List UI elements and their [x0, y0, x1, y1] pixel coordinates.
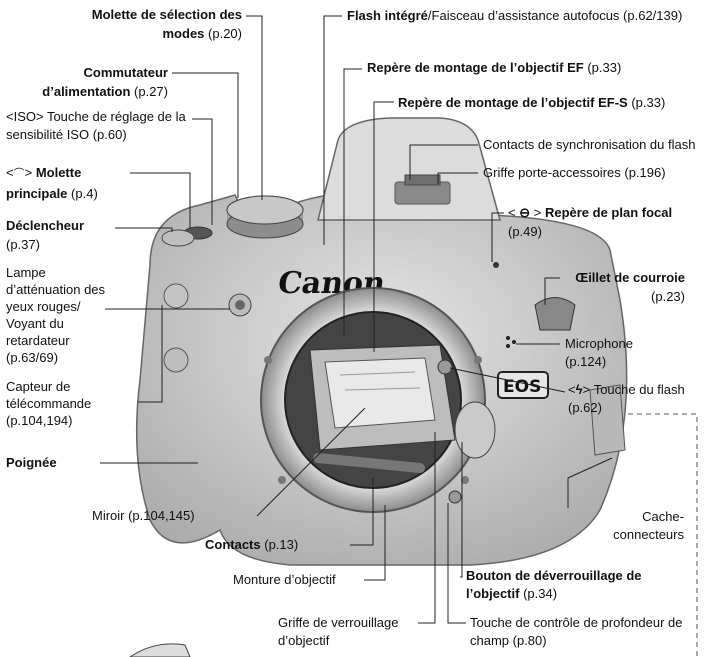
svg-text:EOS: EOS	[503, 377, 541, 397]
label-mirror: Miroir (p.104,145)	[92, 508, 195, 523]
label-terminal-cover: Cache-connecteurs	[613, 509, 684, 542]
label-microphone: Microphone (p.124)	[565, 336, 633, 369]
terminal-cover	[589, 384, 626, 456]
label-strap-eyelet: Œillet de courroie (p.23)	[575, 270, 685, 304]
flash-icon: ϟ	[575, 382, 583, 397]
shutter-button	[161, 229, 195, 247]
label-focal-plane: < ⊖ > Repère de plan focal (p.49)	[508, 205, 673, 239]
main-dial-icon: ⌒	[13, 168, 25, 180]
label-dof-preview: Touche de contrôle de profondeur de cham…	[470, 615, 683, 648]
strap-eyelet	[534, 297, 576, 331]
label-contacts: Contacts (p.13)	[205, 537, 299, 552]
label-shutter: Déclencheur (p.37)	[6, 218, 85, 252]
label-flash-button: <ϟ> Touche du flash (p.62)	[568, 382, 685, 415]
label-red-eye-lamp: Lampe d’atténuation des yeux rouges/ Voy…	[6, 265, 106, 365]
label-mode-dial: Molette de sélection des modes (p.20)	[91, 7, 242, 41]
remote-sensor	[163, 283, 189, 309]
mirror	[324, 357, 436, 429]
label-iso-button: <ISO> Touche de réglage de la sensibilit…	[6, 109, 186, 142]
shutter-knob	[163, 347, 189, 373]
lens-contacts	[313, 453, 425, 473]
label-grip: Poignée	[6, 455, 57, 470]
label-remote-sensor: Capteur de télécommande (p.104,194)	[6, 379, 92, 428]
label-efs-mount: Repère de montage de l’objectif EF-S (p.…	[398, 95, 666, 110]
focal-plane-icon: ⊖	[519, 205, 531, 220]
label-ef-mount: Repère de montage de l’objectif EF (p.33…	[367, 60, 622, 75]
label-lens-mount: Monture d’objectif	[233, 572, 336, 587]
label-sync-contacts: Contacts de synchronisation du flash	[483, 137, 696, 152]
dof-button	[448, 490, 462, 504]
label-lens-lock-pin: Griffe de verrouillage d’objectif	[278, 615, 399, 648]
label-power-switch: Commutateur d’alimentation (p.27)	[42, 65, 168, 99]
label-lens-release: Bouton de déverrouillage de l’objectif (…	[466, 568, 642, 601]
label-main-dial: <⌒> Molette principale (p.4)	[6, 165, 98, 201]
eos-badge	[497, 371, 549, 399]
label-flash: Flash intégré/Faisceau d’assistance auto…	[347, 8, 683, 23]
flash-button	[437, 359, 453, 375]
label-hot-shoe: Griffe porte-accessoires (p.196)	[483, 165, 666, 180]
lens-release-button	[454, 401, 496, 459]
